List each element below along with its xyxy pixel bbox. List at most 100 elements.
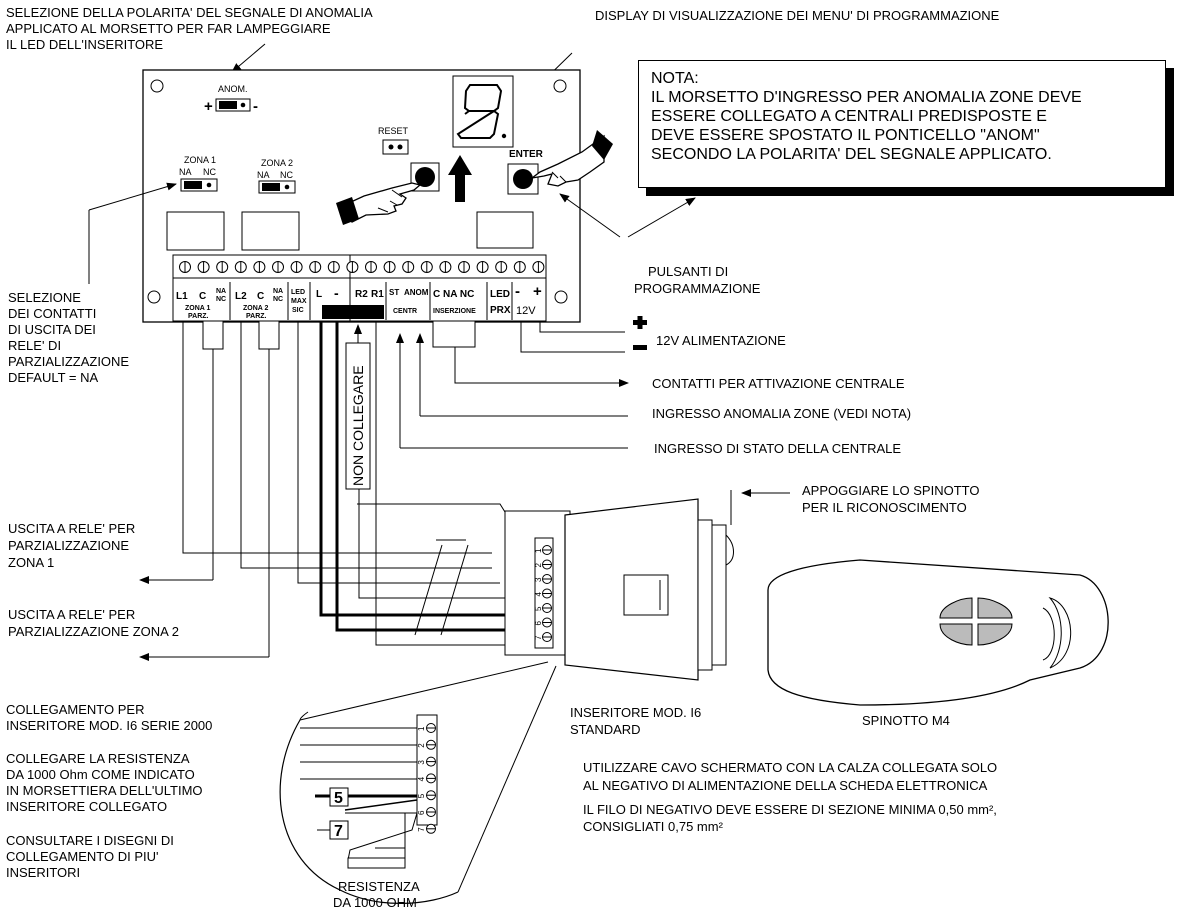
svg-text:LED: LED xyxy=(490,289,510,300)
note-line: IL MORSETTO D'INGRESSO PER ANOMALIA ZONE… xyxy=(651,89,1082,106)
svg-text:ZONA 1: ZONA 1 xyxy=(185,305,211,312)
contacts-selection-label: SELEZIONE DEI CONTATTI DI USCITA DEI REL… xyxy=(8,290,129,385)
cable-instructions: UTILIZZARE CAVO SCHERMATO CON LA CALZA C… xyxy=(583,760,997,834)
svg-text:SELEZIONE DELLA POLARITA' DEL: SELEZIONE DELLA POLARITA' DEL SEGNALE DI… xyxy=(6,5,373,20)
detail-terminal-number: 3 xyxy=(417,760,426,765)
detail-terminal-number: 6 xyxy=(417,810,426,815)
svg-text:C: C xyxy=(257,291,264,302)
note-line: SECONDO LA POLARITA' DEL SEGNALE APPLICA… xyxy=(651,146,1052,163)
svg-text:+: + xyxy=(533,283,542,300)
terminal-number: 1 xyxy=(534,548,543,553)
svg-text:PARZ.: PARZ. xyxy=(246,313,267,320)
svg-text:-: - xyxy=(253,98,258,115)
zona2-jumper[interactable] xyxy=(262,183,280,191)
output-zona1-label: USCITA A RELE' PER PARZIALIZZAZIONE ZONA… xyxy=(8,521,135,570)
up-arrow-icon xyxy=(448,155,472,202)
collegamento-label: COLLEGAMENTO PER INSERITORE MOD. I6 SERI… xyxy=(6,702,212,733)
display-label: DISPLAY DI VISUALIZZAZIONE DEI MENU' DI … xyxy=(595,8,1000,23)
terminal-mark-7 xyxy=(329,820,349,840)
svg-text:SELEZIONE: SELEZIONE xyxy=(8,290,81,305)
svg-text:NA: NA xyxy=(216,288,226,295)
svg-text:PARZIALIZZAZIONE ZONA 2: PARZIALIZZAZIONE ZONA 2 xyxy=(8,624,179,639)
svg-text:L: L xyxy=(316,289,322,300)
svg-text:DA 1000 OHM: DA 1000 OHM xyxy=(333,895,417,910)
svg-text:C: C xyxy=(199,291,206,302)
state-input-label: INGRESSO DI STATO DELLA CENTRALE xyxy=(654,441,901,456)
svg-text:CENTR: CENTR xyxy=(393,308,417,315)
svg-text:ENTER: ENTER xyxy=(509,149,544,160)
svg-text:USCITA A RELE' PER: USCITA A RELE' PER xyxy=(8,521,135,536)
svg-text:APPLICATO AL MORSETTO PER FAR: APPLICATO AL MORSETTO PER FAR LAMPEGGIAR… xyxy=(6,21,331,36)
resistor-label: RESISTENZA xyxy=(338,879,420,894)
svg-text:ZONA 1: ZONA 1 xyxy=(8,555,54,570)
svg-text:COLLEGARE LA RESISTENZA: COLLEGARE LA RESISTENZA xyxy=(6,751,190,766)
svg-text:PARZIALIZZAZIONE: PARZIALIZZAZIONE xyxy=(8,538,129,553)
svg-text:IN MORSETTIERA DELL'ULTIMO: IN MORSETTIERA DELL'ULTIMO xyxy=(6,783,203,798)
svg-text:CONSULTARE I DISEGNI DI: CONSULTARE I DISEGNI DI xyxy=(6,833,174,848)
svg-text:-: - xyxy=(334,285,339,301)
svg-text:SIC: SIC xyxy=(292,307,304,314)
terminal-mark-5 xyxy=(329,787,349,807)
svg-text:DEI CONTATTI: DEI CONTATTI xyxy=(8,306,96,321)
detail-terminal-number: 5 xyxy=(417,793,426,798)
detail-terminal-number: 4 xyxy=(417,776,426,781)
consult-drawings-label: CONSULTARE I DISEGNI DI COLLEGAMENTO DI … xyxy=(6,833,174,880)
detail-magnifier xyxy=(279,661,557,904)
svg-text:C NA NC: C NA NC xyxy=(433,289,474,300)
svg-text:DEFAULT = NA: DEFAULT = NA xyxy=(8,370,99,385)
svg-text:RELE' DI: RELE' DI xyxy=(8,338,61,353)
svg-text:INSERITORE MOD. I6 SERIE 2000: INSERITORE MOD. I6 SERIE 2000 xyxy=(6,718,212,733)
svg-text:PARZ.: PARZ. xyxy=(188,313,209,320)
svg-text:7: 7 xyxy=(334,823,343,840)
terminal-number: 5 xyxy=(534,606,543,611)
svg-text:12V: 12V xyxy=(516,305,536,317)
resistor-instructions: COLLEGARE LA RESISTENZA DA 1000 Ohm COME… xyxy=(6,751,203,814)
svg-text:NA: NA xyxy=(273,288,283,295)
plug-recognition-label: APPOGGIARE LO SPINOTTO xyxy=(802,483,979,498)
relay-zona2 xyxy=(241,211,300,251)
power-supply-label: 12V ALIMENTAZIONE xyxy=(656,333,786,348)
svg-text:L1: L1 xyxy=(176,291,188,302)
svg-text:STANDARD: STANDARD xyxy=(570,722,641,737)
inseritore-module xyxy=(504,490,734,681)
anom-jumper-label: ANOM. xyxy=(218,84,248,94)
svg-text:PROGRAMMAZIONE: PROGRAMMAZIONE xyxy=(634,281,761,296)
svg-text:DA 1000 Ohm COME INDICATO: DA 1000 Ohm COME INDICATO xyxy=(6,767,195,782)
svg-text:ZONA 2: ZONA 2 xyxy=(261,158,293,168)
polarity-selection-label: SELEZIONE DELLA POLARITA' DEL SEGNALE DI… xyxy=(6,5,373,52)
svg-text:ST: ST xyxy=(389,288,399,297)
svg-text:NC: NC xyxy=(273,296,283,303)
svg-text:INSERITORI: INSERITORI xyxy=(6,865,80,880)
svg-text:LED: LED xyxy=(291,289,305,296)
note-box: NOTA: IL MORSETTO D'INGRESSO PER ANOMALI… xyxy=(638,60,1166,188)
svg-text:+: + xyxy=(204,98,213,115)
terminal-number: 6 xyxy=(534,621,543,626)
relay-zona1 xyxy=(166,211,225,251)
svg-text:MAX: MAX xyxy=(291,298,307,305)
spinotto-m4 xyxy=(767,559,1109,706)
relay-inserzione xyxy=(476,211,534,249)
svg-text:AL NEGATIVO DI ALIMENTAZIONE: AL NEGATIVO DI ALIMENTAZIONE DELLA SCHED… xyxy=(583,778,988,793)
terminal-number: 3 xyxy=(534,577,543,582)
svg-text:PARZIALIZZAZIONE: PARZIALIZZAZIONE xyxy=(8,354,129,369)
anomaly-input-label: INGRESSO ANOMALIA ZONE (VEDI NOTA) xyxy=(652,406,911,421)
svg-text:DI USCITA DEI: DI USCITA DEI xyxy=(8,322,96,337)
svg-text:R1: R1 xyxy=(371,289,384,300)
note-line: ESSERE COLLEGATO A CENTRALI PREDISPOSTE … xyxy=(651,108,1047,125)
svg-text:COLLEGAMENTO DI PIU': COLLEGAMENTO DI PIU' xyxy=(6,849,159,864)
central-contacts-label: CONTATTI PER ATTIVAZIONE CENTRALE xyxy=(652,376,905,391)
detail-terminal-number: 7 xyxy=(417,827,426,832)
terminal-screws xyxy=(179,261,545,273)
svg-text:ZONA 1: ZONA 1 xyxy=(184,155,216,165)
inseritore-label: INSERITORE MOD. I6 xyxy=(570,705,701,720)
anom-jumper[interactable] xyxy=(219,101,237,109)
note-line: DEVE ESSERE SPOSTATO IL PONTICELLO "ANOM… xyxy=(651,127,1040,144)
detail-terminal-number: 2 xyxy=(417,743,426,748)
note-title: NOTA: xyxy=(651,70,699,87)
svg-text:-: - xyxy=(515,283,520,300)
svg-text:NA: NA xyxy=(257,170,270,180)
svg-text:CONSIGLIATI 0,75 mm²: CONSIGLIATI 0,75 mm² xyxy=(583,819,724,834)
resistor-1000-ohm xyxy=(347,857,406,869)
zona1-jumper[interactable] xyxy=(184,181,202,189)
